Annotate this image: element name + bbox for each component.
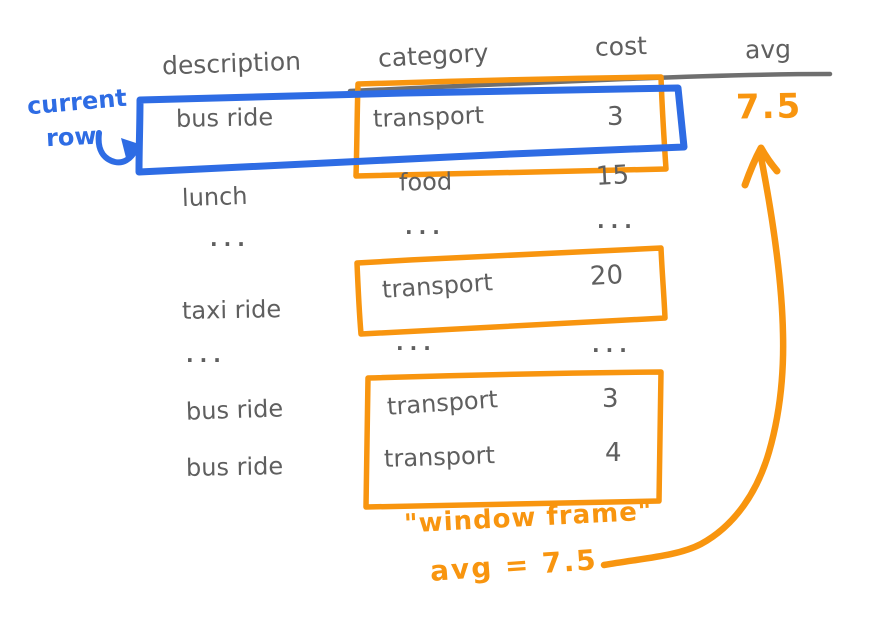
cell-cost: 3 — [602, 384, 619, 414]
cell-category: transport — [383, 441, 496, 473]
col-header-cost: cost — [594, 31, 648, 62]
col-header-category: category — [377, 38, 490, 73]
cell-cost: ... — [592, 333, 633, 357]
current-row-arrowhead — [121, 138, 142, 162]
cell-description: bus ride — [185, 452, 284, 482]
current-row-label-line2: row — [45, 121, 98, 153]
cell-cost: ... — [597, 209, 638, 233]
cell-cost: 4 — [605, 438, 622, 468]
avg-value: 7.5 — [735, 86, 803, 128]
cell-cost: 3 — [607, 102, 624, 132]
cell-description: bus ride — [175, 103, 274, 133]
avg-arrow-shaft — [600, 148, 787, 569]
cell-description: bus ride — [185, 394, 284, 426]
cell-description: lunch — [181, 181, 248, 213]
cell-category: transport — [372, 101, 485, 133]
current-row-box — [135, 84, 688, 176]
col-header-avg: avg — [744, 34, 792, 65]
window-frame-box-taxi — [354, 245, 668, 337]
avg-arrowhead — [741, 144, 781, 189]
cell-cost: 15 — [595, 160, 630, 192]
col-header-description: description — [161, 46, 302, 81]
cell-category: ... — [405, 215, 446, 239]
cell-category: food — [398, 167, 453, 197]
window-frame-box-row1 — [353, 74, 669, 179]
window-frame-box-bus-rides — [363, 369, 664, 510]
cell-cost: 20 — [589, 260, 624, 292]
cell-description: taxi ride — [181, 295, 282, 325]
cell-description: ... — [186, 343, 227, 367]
cell-category: ... — [396, 331, 437, 355]
cell-description: ... — [210, 227, 251, 251]
